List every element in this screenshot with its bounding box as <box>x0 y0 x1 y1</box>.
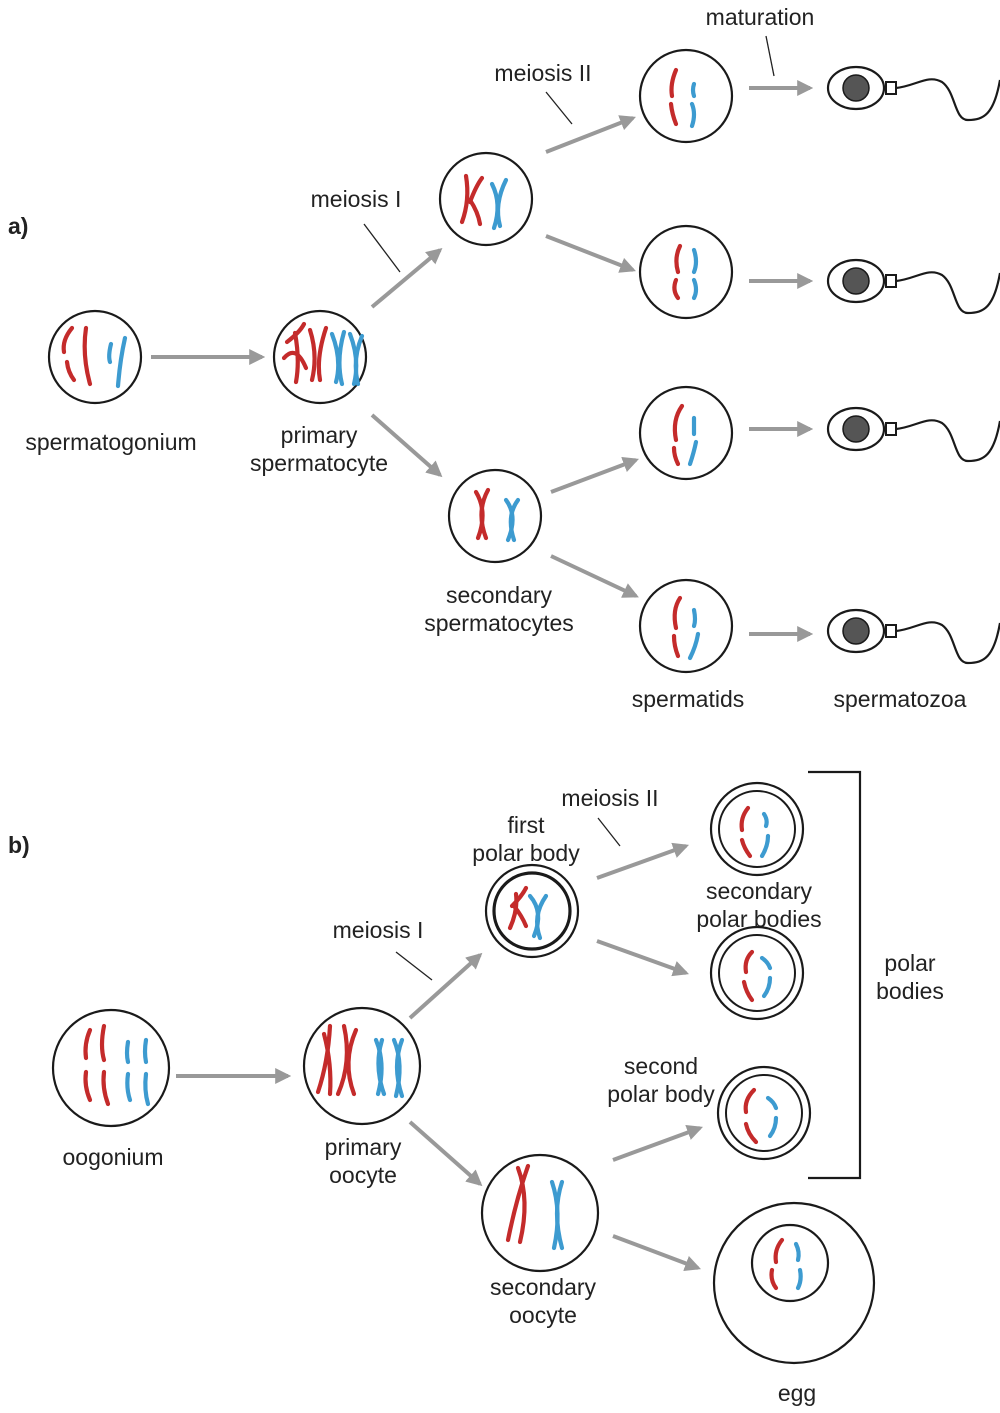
spermatid-cell <box>638 578 734 674</box>
polar-bodies-bracket <box>808 770 862 1180</box>
arrow-to-secondary-polar-body-1 <box>596 842 690 880</box>
secondary-polar-bodies-label-line1: secondary <box>706 878 813 904</box>
egg-label: egg <box>778 1380 816 1406</box>
oogonium-label: oogonium <box>62 1144 163 1170</box>
primary-oocyte-cell <box>302 1006 422 1126</box>
meiosis-two-label-a: meiosis II <box>494 60 591 86</box>
arrow-to-spermatid-3 <box>550 457 639 494</box>
arrow-to-secondary-oocyte <box>408 1120 483 1187</box>
arrow-to-spermatid-2 <box>545 234 636 273</box>
spermatid-cell <box>638 385 734 481</box>
arrow-to-secondary-spermatocyte-bottom <box>370 413 443 478</box>
secondary-spermatocytes-label-line2: spermatocytes <box>424 610 574 636</box>
secondary-spermatocyte-top-cell <box>438 151 534 247</box>
meiosis-two-leader-b <box>597 817 621 847</box>
arrow-to-second-polar-body <box>612 1124 704 1162</box>
oogonium-cell <box>51 1008 171 1128</box>
meiosis-one-leader-b <box>395 951 433 981</box>
primary-spermatocyte-cell <box>272 309 368 405</box>
arrow-to-secondary-polar-body-2 <box>596 939 690 977</box>
meiosis-two-leader-a <box>545 91 573 125</box>
secondary-oocyte-cell <box>480 1153 600 1273</box>
secondary-polar-body-cell <box>709 781 805 877</box>
maturation-leader <box>765 35 775 77</box>
spermatid-cell <box>638 224 734 320</box>
primary-oocyte-label-line2: oocyte <box>329 1162 397 1188</box>
arrow-to-secondary-spermatocyte-top <box>370 247 443 309</box>
maturation-label: maturation <box>706 4 815 30</box>
arrow-to-spermatid-1 <box>545 115 636 154</box>
spermatids-label: spermatids <box>632 686 744 712</box>
first-polar-body-cell <box>484 863 580 959</box>
first-polar-body-label-line2: polar body <box>472 840 580 866</box>
spermatozoon <box>826 65 1000 122</box>
secondary-spermatocyte-bottom-cell <box>447 468 543 564</box>
arrow-to-first-polar-body <box>408 952 483 1020</box>
spermatid-cell <box>638 48 734 144</box>
meiosis-one-label-b: meiosis I <box>333 917 424 943</box>
panel-b-label: b) <box>8 832 30 858</box>
spermatogonium-label: spermatogonium <box>25 429 196 455</box>
primary-oocyte-label-line1: primary <box>325 1134 402 1160</box>
secondary-oocyte-label-line2: oocyte <box>509 1302 577 1328</box>
meiosis-two-label-b: meiosis II <box>561 785 658 811</box>
egg-cell <box>712 1201 876 1365</box>
secondary-polar-body-cell <box>709 925 805 1021</box>
meiosis-one-leader-a <box>363 223 401 273</box>
meiosis-one-label-a: meiosis I <box>311 186 402 212</box>
arrow-to-egg <box>612 1234 701 1271</box>
panel-a-label: a) <box>8 213 28 239</box>
second-polar-body-cell <box>716 1065 812 1161</box>
first-polar-body-label-line1: first <box>507 812 545 838</box>
arrow-to-spermatid-4 <box>550 554 639 598</box>
spermatogonium-cell <box>47 309 143 405</box>
second-polar-body-label-line2: polar body <box>607 1081 715 1107</box>
spermatozoon <box>826 406 1000 463</box>
secondary-spermatocytes-label-line1: secondary <box>446 582 553 608</box>
primary-spermatocyte-label-line2: spermatocyte <box>250 450 388 476</box>
polar-bodies-label-line2: bodies <box>876 978 944 1004</box>
primary-spermatocyte-label-line1: primary <box>281 422 358 448</box>
polar-bodies-label-line1: polar <box>884 950 935 976</box>
second-polar-body-label-line1: second <box>624 1053 698 1079</box>
spermatozoa-label: spermatozoa <box>834 686 967 712</box>
secondary-oocyte-label-line1: secondary <box>490 1274 597 1300</box>
spermatozoon <box>826 258 1000 315</box>
spermatozoon <box>826 608 1000 665</box>
